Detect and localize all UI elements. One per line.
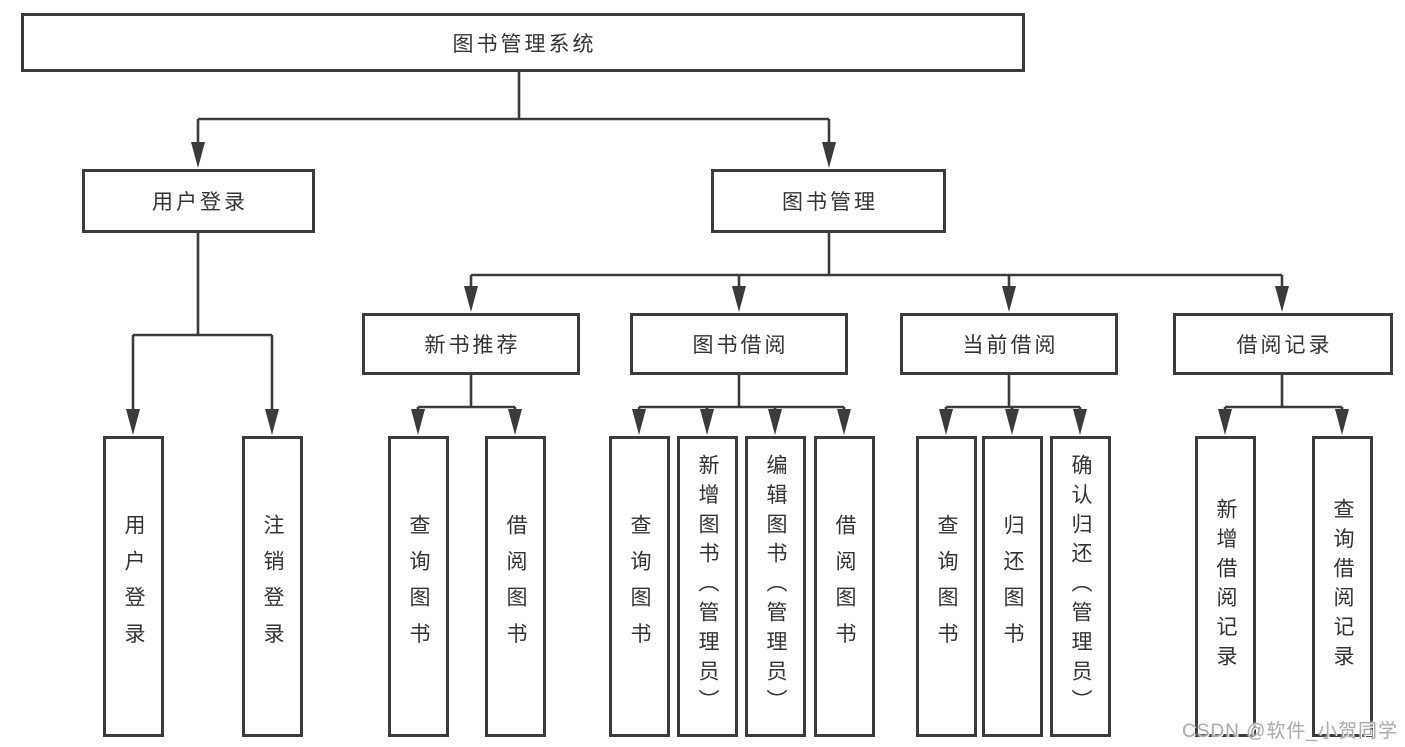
node-borrow-records: 借阅记录 bbox=[1173, 313, 1393, 375]
node-book-management: 图书管理 bbox=[711, 169, 946, 233]
node-user-login: 用户登录 bbox=[82, 169, 315, 233]
leaf-return-books: 归还图书 bbox=[982, 436, 1043, 737]
leaf-borrow-books-recommend: 借阅图书 bbox=[485, 436, 546, 737]
node-label: 新书推荐 bbox=[424, 334, 521, 357]
leaf-user-login: 用户登录 bbox=[103, 436, 164, 737]
leaf-query-borrow-record: 查询借阅记录 bbox=[1312, 436, 1373, 737]
node-label: 图书借阅 bbox=[692, 334, 789, 357]
node-library-management-system: 图书管理系统 bbox=[21, 13, 1025, 72]
node-label: 图书管理 bbox=[782, 191, 878, 214]
node-book-borrow: 图书借阅 bbox=[630, 313, 848, 375]
csdn-watermark: CSDN @软件_小贺同学 bbox=[1182, 721, 1398, 742]
leaf-add-books-admin: 新增图书（管理员） bbox=[677, 436, 738, 737]
node-label: 借阅记录 bbox=[1236, 334, 1333, 357]
leaf-edit-books-admin: 编辑图书（管理员） bbox=[745, 436, 806, 737]
node-label: 用户登录 bbox=[152, 191, 248, 214]
leaf-confirm-return-admin: 确认归还（管理员） bbox=[1050, 436, 1111, 737]
leaf-borrow-books: 借阅图书 bbox=[814, 436, 875, 737]
node-current-borrow: 当前借阅 bbox=[900, 313, 1118, 375]
node-new-book-recommend: 新书推荐 bbox=[362, 313, 580, 375]
leaf-query-books-current: 查询图书 bbox=[916, 436, 977, 737]
leaf-logout: 注销登录 bbox=[242, 436, 303, 737]
arrowheads bbox=[126, 142, 1349, 435]
node-label: 图书管理系统 bbox=[452, 32, 597, 56]
node-label: 当前借阅 bbox=[962, 334, 1059, 357]
leaf-add-borrow-record: 新增借阅记录 bbox=[1195, 436, 1256, 737]
leaf-query-books-borrow: 查询图书 bbox=[609, 436, 670, 737]
leaf-query-books-recommend: 查询图书 bbox=[388, 436, 449, 737]
